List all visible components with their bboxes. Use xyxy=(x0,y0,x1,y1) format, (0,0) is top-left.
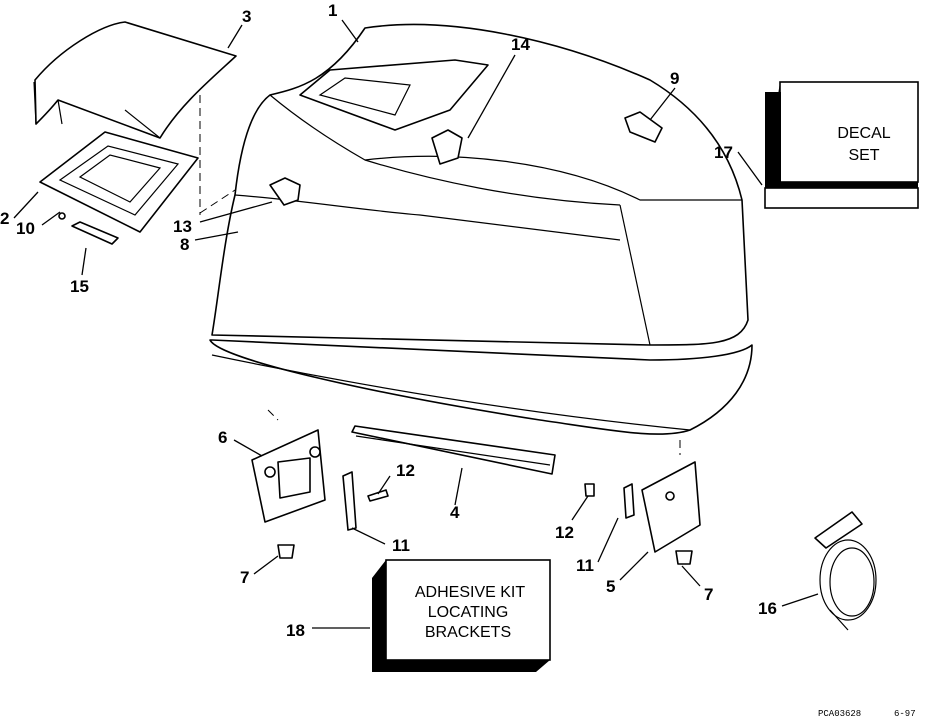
screw-right-part xyxy=(584,483,595,497)
callout-12-right: 12 xyxy=(555,523,574,542)
bumper-right-part xyxy=(675,550,693,565)
adhesive-line-1: ADHESIVE KIT xyxy=(415,584,525,601)
right-bracket-part xyxy=(641,461,701,553)
callout-4: 4 xyxy=(450,503,460,522)
callout-9: 9 xyxy=(670,69,679,88)
clip-left-part xyxy=(342,471,357,531)
gasket-grille-part xyxy=(39,131,199,233)
callout-5: 5 xyxy=(606,577,615,596)
screw-left-part xyxy=(367,489,389,502)
callout-13: 13 xyxy=(173,217,192,236)
callout-18: 18 xyxy=(286,621,305,640)
bumper-left-part xyxy=(277,544,295,559)
left-bracket-part xyxy=(251,429,326,523)
callout-14: 14 xyxy=(511,35,530,54)
callout-11-right: 11 xyxy=(576,556,594,575)
decal-line-2: SET xyxy=(848,147,879,164)
callout-10: 10 xyxy=(16,219,35,238)
adhesive-kit-box: ADHESIVE KIT LOCATING BRACKETS xyxy=(372,559,551,672)
adhesive-line-2: LOCATING xyxy=(428,604,509,621)
nut-part xyxy=(58,212,66,220)
cable-part xyxy=(814,511,877,631)
callout-1: 1 xyxy=(328,1,337,20)
callout-12-left: 12 xyxy=(396,461,415,480)
motor-cover-part xyxy=(209,23,753,435)
decal-line-1: DECAL xyxy=(837,125,890,142)
clip-right-part xyxy=(623,483,635,519)
callout-7-right: 7 xyxy=(704,585,713,604)
seal-strip-part xyxy=(351,425,556,475)
callout-11-left: 11 xyxy=(392,536,410,555)
latch-right-part xyxy=(624,111,663,143)
callout-7-left: 7 xyxy=(240,568,249,587)
latch-center-part xyxy=(431,129,463,165)
decal-set-box: DECAL SET xyxy=(764,81,919,209)
latch-left-part xyxy=(269,177,301,206)
callout-2: 2 xyxy=(0,209,9,228)
intake-cover-part xyxy=(33,21,237,139)
footer-code: PCA03628 xyxy=(818,709,861,719)
callout-6: 6 xyxy=(218,428,227,447)
footer-date: 6-97 xyxy=(894,709,916,719)
adhesive-line-3: BRACKETS xyxy=(425,624,511,641)
callout-3: 3 xyxy=(242,7,251,26)
callout-17: 17 xyxy=(714,143,733,162)
callout-8: 8 xyxy=(180,235,189,254)
plug-part xyxy=(71,221,119,245)
leader-lines xyxy=(13,19,819,629)
callout-16: 16 xyxy=(758,599,777,618)
callout-15: 15 xyxy=(70,277,89,296)
